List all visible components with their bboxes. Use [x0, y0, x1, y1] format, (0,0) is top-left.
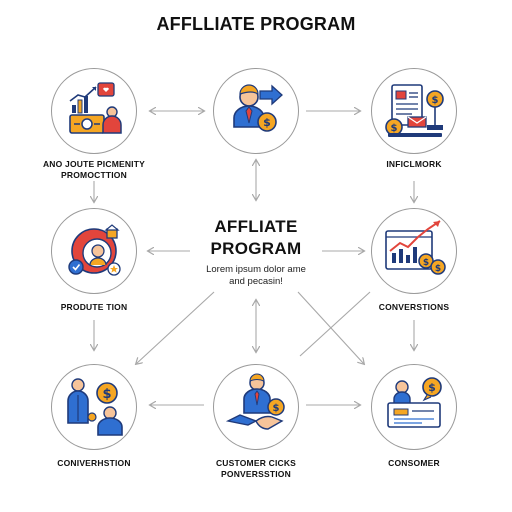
handshake-coin-icon: $ — [225, 373, 285, 430]
svg-text:$: $ — [263, 116, 271, 129]
node-label-mid-left: PRODUTE TION — [24, 302, 164, 313]
node-label-bottom-center: CUSTOMER CICKS PONVERSSTION — [186, 458, 326, 480]
center-title: AFFLIATE PROGRAM — [186, 216, 326, 260]
center-text-line2: and pecasin! — [229, 276, 283, 287]
center-description: Lorem ipsum dolor ame and pecasin! — [186, 264, 326, 288]
node-label-line1: PRODUTE TION — [60, 302, 128, 312]
node-label-mid-right: CONVERSTIONS — [344, 302, 484, 313]
node-mid-right: $ $ — [371, 208, 457, 294]
svg-text:$: $ — [102, 387, 111, 402]
growth-chart-coins-icon: $ $ — [385, 220, 446, 275]
laptop-document-coin-icon: $ $ — [385, 84, 444, 137]
node-top-center: $ — [213, 68, 299, 154]
node-label-top-right: INFICLMORK — [344, 159, 484, 170]
node-label-bottom-left: CONIVERHSTION — [24, 458, 164, 469]
svg-text:$: $ — [435, 264, 441, 274]
svg-text:$: $ — [432, 95, 439, 106]
svg-text:$: $ — [273, 403, 280, 414]
center-title-line1: AFFLIATE — [214, 217, 298, 236]
node-label-line1: CONVERSTIONS — [378, 302, 450, 312]
node-label-line1: INFICLMORK — [386, 159, 442, 169]
node-label-line1: ANO JOUTE PICMENITY — [42, 159, 146, 169]
svg-text:$: $ — [391, 123, 398, 134]
svg-text:$: $ — [423, 258, 429, 268]
node-label-top-left: ANO JOUTE PICMENITY PROMOCTTION — [24, 159, 164, 181]
node-label-line1: CONIVERHSTION — [57, 458, 131, 468]
node-label-line1: CUSTOMER CICKS — [215, 458, 297, 468]
node-label-line1: CONSOMER — [388, 458, 440, 468]
node-bottom-right: $ — [371, 364, 457, 450]
affiliate-person-coin-icon: $ — [233, 84, 283, 132]
customer-message-coin-icon: $ — [387, 377, 442, 428]
node-top-left — [51, 68, 137, 154]
arrow-center-bottomleft — [136, 291, 215, 364]
node-top-right: $ $ — [371, 68, 457, 154]
svg-text:$: $ — [428, 381, 436, 394]
node-label-line2: PONVERSSTION — [221, 469, 291, 479]
audience-target-icon — [68, 224, 121, 276]
node-bottom-center: $ — [213, 364, 299, 450]
people-coin-icon: $ — [67, 378, 123, 436]
node-bottom-left: $ — [51, 364, 137, 450]
node-mid-left — [51, 208, 137, 294]
node-label-bottom-right: CONSOMER — [344, 458, 484, 469]
page-title: AFFLLIATE PROGRAM — [156, 14, 356, 34]
center-text-line1: Lorem ipsum dolor ame — [206, 264, 306, 275]
node-label-line2: PROMOCTTION — [61, 170, 127, 180]
analytics-presenter-icon — [69, 82, 122, 134]
arrow-midright-bottomcenter — [299, 291, 371, 357]
center-title-line2: PROGRAM — [210, 239, 302, 258]
